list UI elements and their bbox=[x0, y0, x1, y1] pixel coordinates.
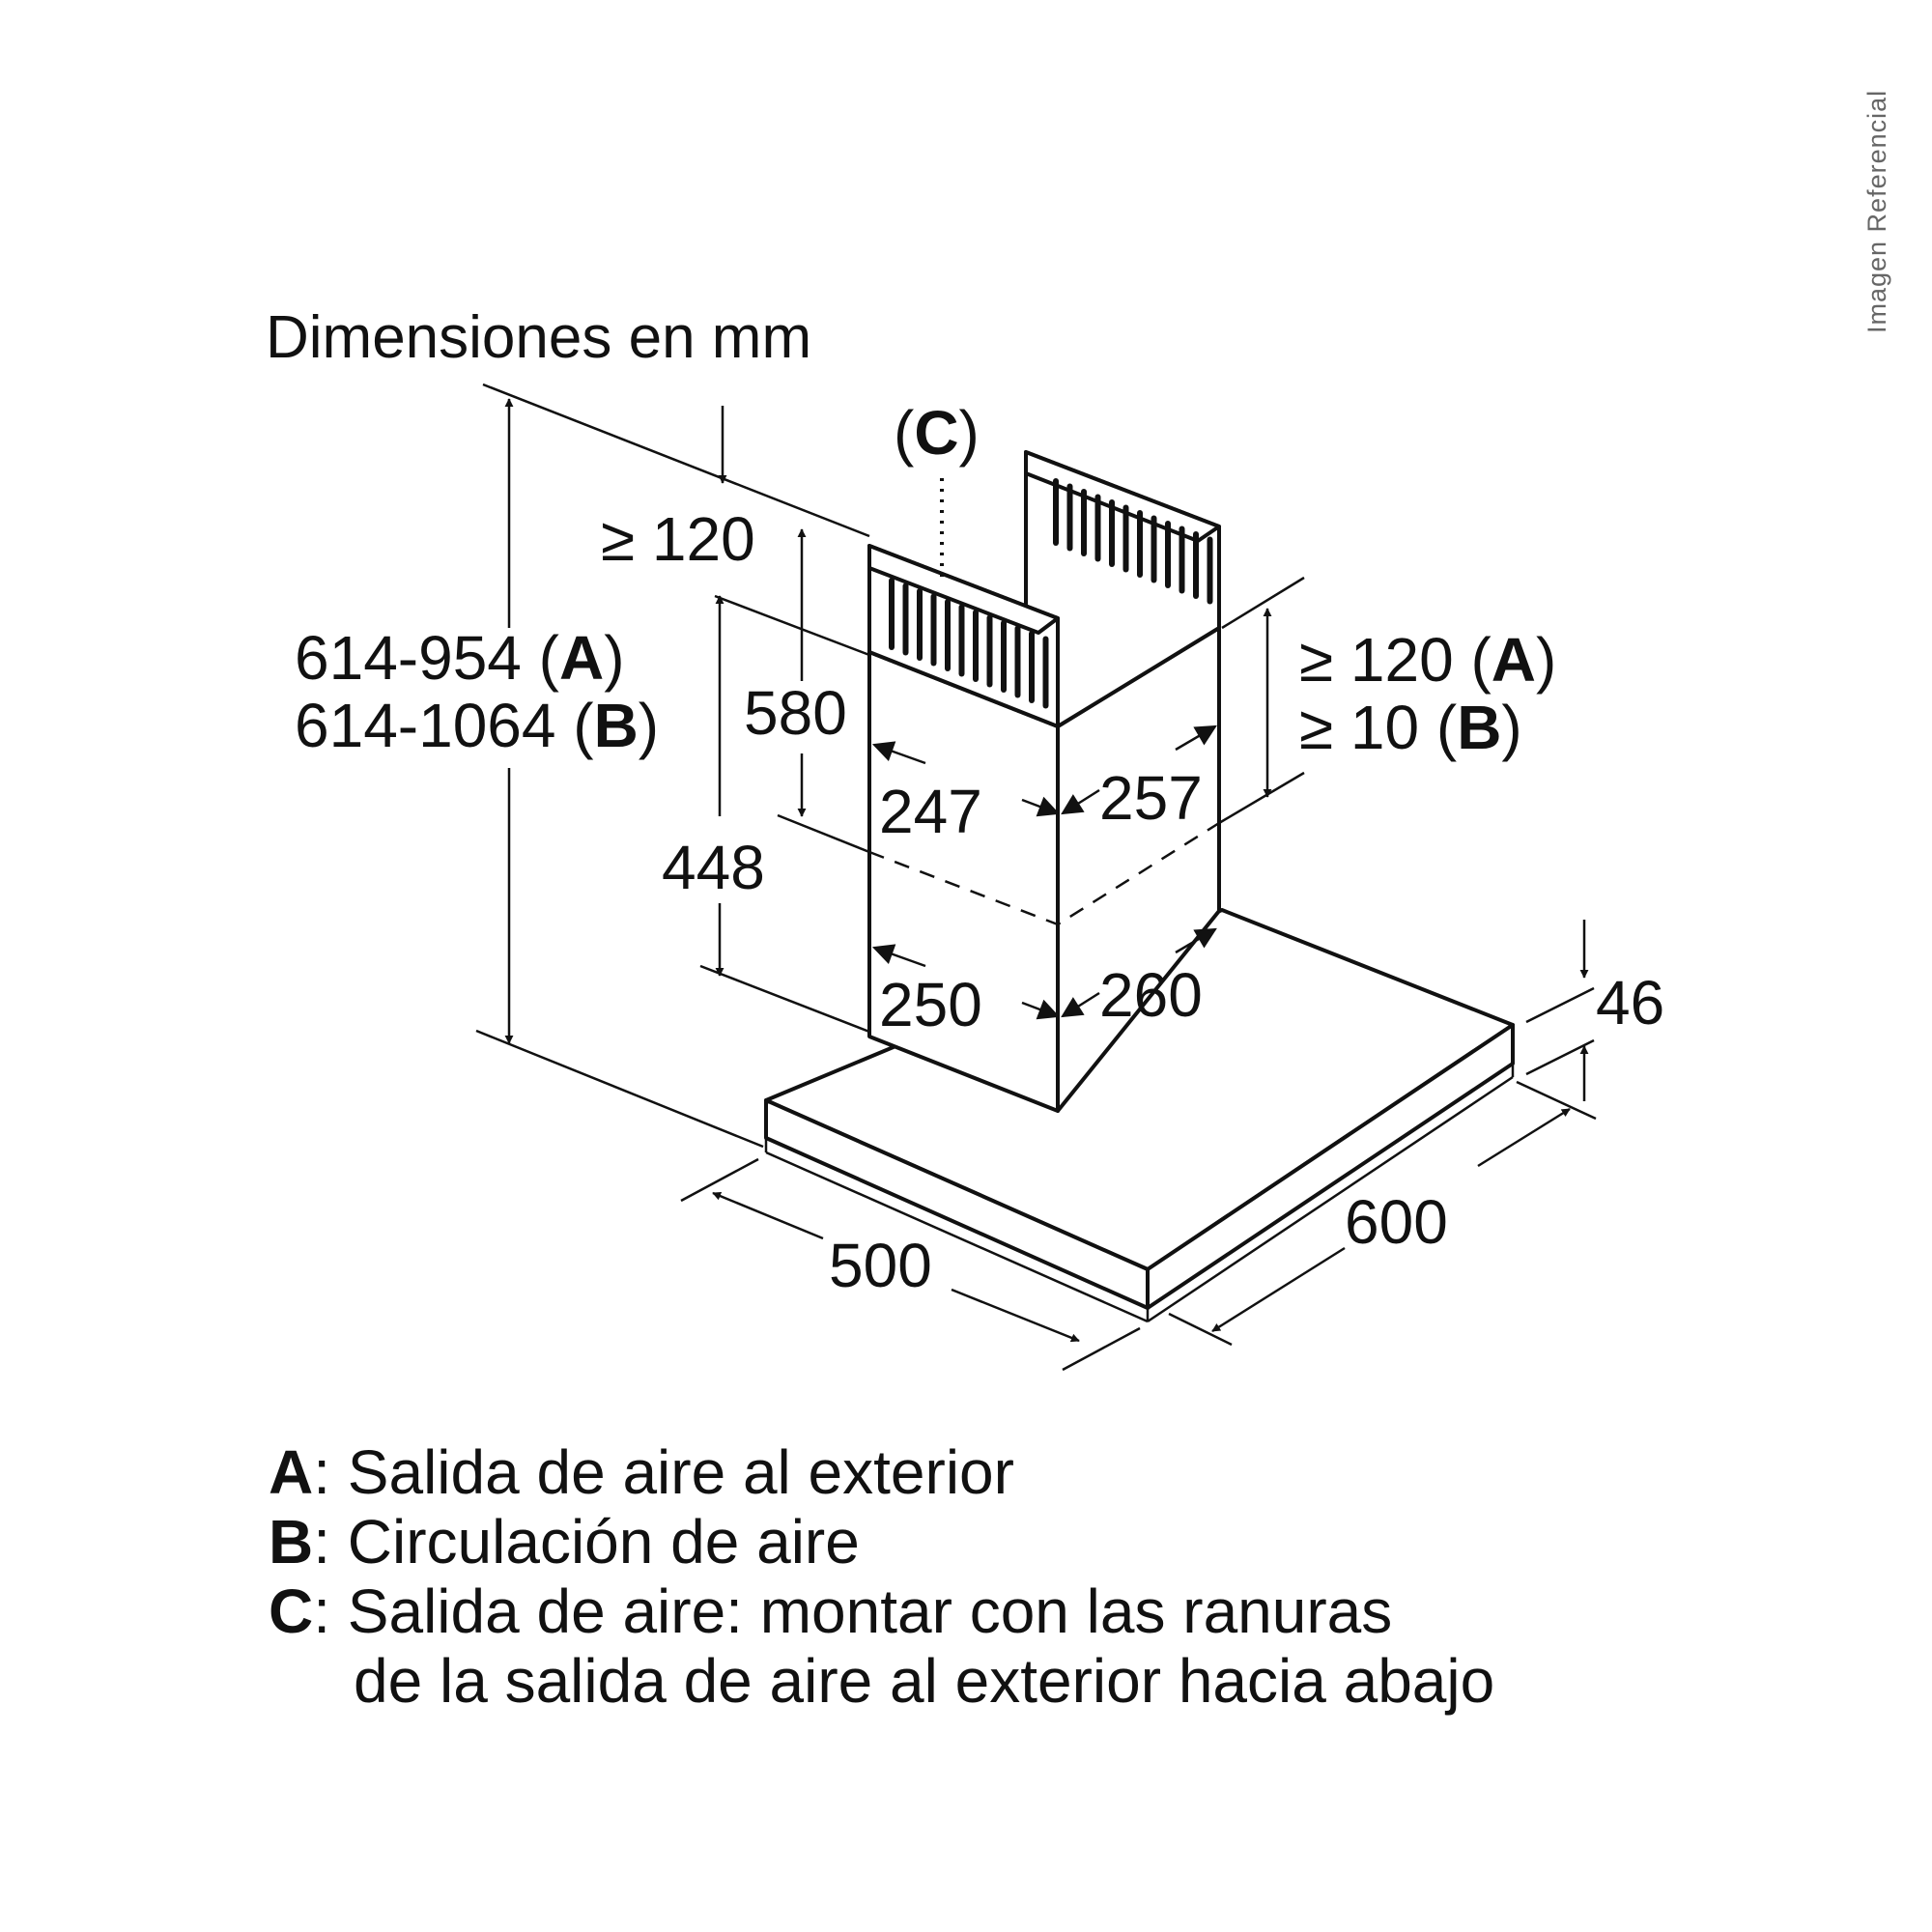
label-lower-width: 260 bbox=[1099, 960, 1203, 1030]
drawing-heading: Dimensiones en mm bbox=[266, 304, 811, 371]
grille-slot bbox=[1042, 636, 1049, 709]
grille-slot bbox=[986, 614, 993, 688]
grille-slot bbox=[1207, 536, 1213, 605]
label-upper-depth: 247 bbox=[879, 777, 982, 846]
gap-label-a: ≥ 120 (A) bbox=[1299, 625, 1556, 695]
legend-item-b: B: Circulación de aire bbox=[269, 1507, 860, 1577]
label-canopy-height: 46 bbox=[1596, 968, 1664, 1037]
legend-item-a: A: Salida de aire al exterior bbox=[269, 1437, 1014, 1507]
grille-slot bbox=[889, 578, 895, 650]
label-canopy-depth: 500 bbox=[829, 1231, 932, 1300]
grille-slot bbox=[1122, 504, 1129, 573]
level-line bbox=[868, 821, 1220, 926]
grille-slot bbox=[1014, 625, 1021, 698]
legend-item-c-continuation: de la salida de aire al exterior hacia a… bbox=[354, 1646, 1495, 1716]
grille-slot bbox=[1109, 499, 1115, 567]
grille-slot bbox=[902, 582, 909, 656]
legend-item-c: C: Salida de aire: montar con las ranura… bbox=[269, 1577, 1393, 1646]
legend: A: Salida de aire al exterior B: Circula… bbox=[269, 1437, 1494, 1716]
watermark-text: Imagen Referencial bbox=[1862, 90, 1891, 333]
grille-slot bbox=[1137, 510, 1143, 578]
grille-slot bbox=[973, 610, 979, 682]
label-c: (C) bbox=[894, 398, 980, 468]
grille-slot bbox=[1066, 483, 1073, 552]
grille-slot bbox=[1193, 531, 1199, 599]
grille-slot bbox=[1029, 631, 1035, 703]
air-outlet-rear bbox=[1024, 450, 1221, 728]
air-outlet-slots-front bbox=[889, 578, 1049, 709]
label-upper-width: 257 bbox=[1099, 763, 1203, 833]
grille-slot bbox=[1179, 526, 1185, 594]
height-label-b: 614-1064 (B) bbox=[295, 691, 659, 760]
air-outlet-front bbox=[867, 544, 1060, 728]
grille-slot bbox=[1165, 521, 1171, 588]
grille-slot bbox=[917, 588, 923, 661]
grille-slot bbox=[945, 599, 951, 671]
label-upper-chimney: 580 bbox=[744, 678, 847, 748]
grille-slot bbox=[1001, 620, 1007, 693]
grille-slot bbox=[1094, 494, 1101, 562]
grille-slot bbox=[1053, 478, 1059, 546]
label-lower-depth: 250 bbox=[879, 970, 982, 1039]
gap-label-b: ≥ 10 (B) bbox=[1299, 693, 1522, 762]
air-outlet-slots-rear bbox=[1053, 478, 1213, 605]
label-min-top: ≥ 120 bbox=[601, 504, 755, 574]
label-canopy-width: 600 bbox=[1345, 1187, 1448, 1257]
label-lower-chimney: 448 bbox=[662, 833, 765, 902]
grille-slot bbox=[958, 604, 965, 677]
grille-slot bbox=[1081, 489, 1087, 556]
grille-slot bbox=[1151, 515, 1157, 583]
canopy bbox=[764, 908, 1515, 1323]
height-label-a: 614-954 (A) bbox=[295, 623, 625, 693]
grille-slot bbox=[930, 593, 937, 667]
